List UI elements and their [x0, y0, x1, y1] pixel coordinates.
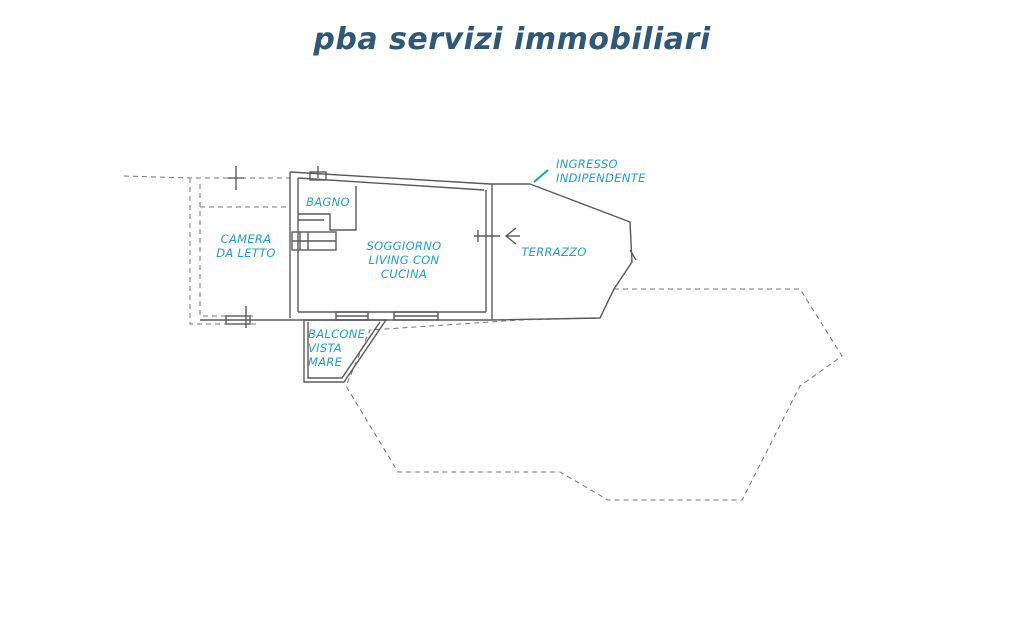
label-camera-2: DA LETTO — [216, 246, 276, 260]
room-labels: BAGNO CAMERA DA LETTO SOGGIORNO LIVING C… — [216, 157, 646, 369]
terrazzo-corner — [629, 249, 637, 261]
balcone-inner — [307, 321, 381, 379]
label-camera-1: CAMERA — [221, 232, 272, 246]
terrazzo-outline — [491, 183, 633, 321]
label-balcone-3: MARE — [308, 355, 343, 369]
label-soggiorno-2: LIVING CON — [369, 253, 440, 267]
walls — [200, 166, 637, 383]
window-camera — [225, 315, 251, 325]
brand-title: pba servizi immobiliari — [313, 22, 711, 57]
label-terrazzo: TERRAZZO — [521, 245, 586, 259]
label-soggiorno-3: CUCINA — [381, 267, 427, 281]
label-balcone-1: BALCONE — [308, 327, 366, 341]
label-balcone-2: VISTA — [308, 341, 342, 355]
label-ingresso-2: INDIPENDENTE — [556, 171, 646, 185]
label-soggiorno-1: SOGGIORNO — [367, 239, 442, 253]
wall-bagno — [298, 186, 357, 231]
ingresso-pointer — [533, 169, 549, 183]
dashed-boundaries — [123, 175, 843, 501]
wall-top — [289, 171, 530, 185]
boundary-top-left — [123, 175, 290, 179]
wall-top-inner — [297, 177, 485, 191]
label-bagno: BAGNO — [306, 195, 350, 209]
label-ingresso-1: INGRESSO — [556, 157, 618, 171]
